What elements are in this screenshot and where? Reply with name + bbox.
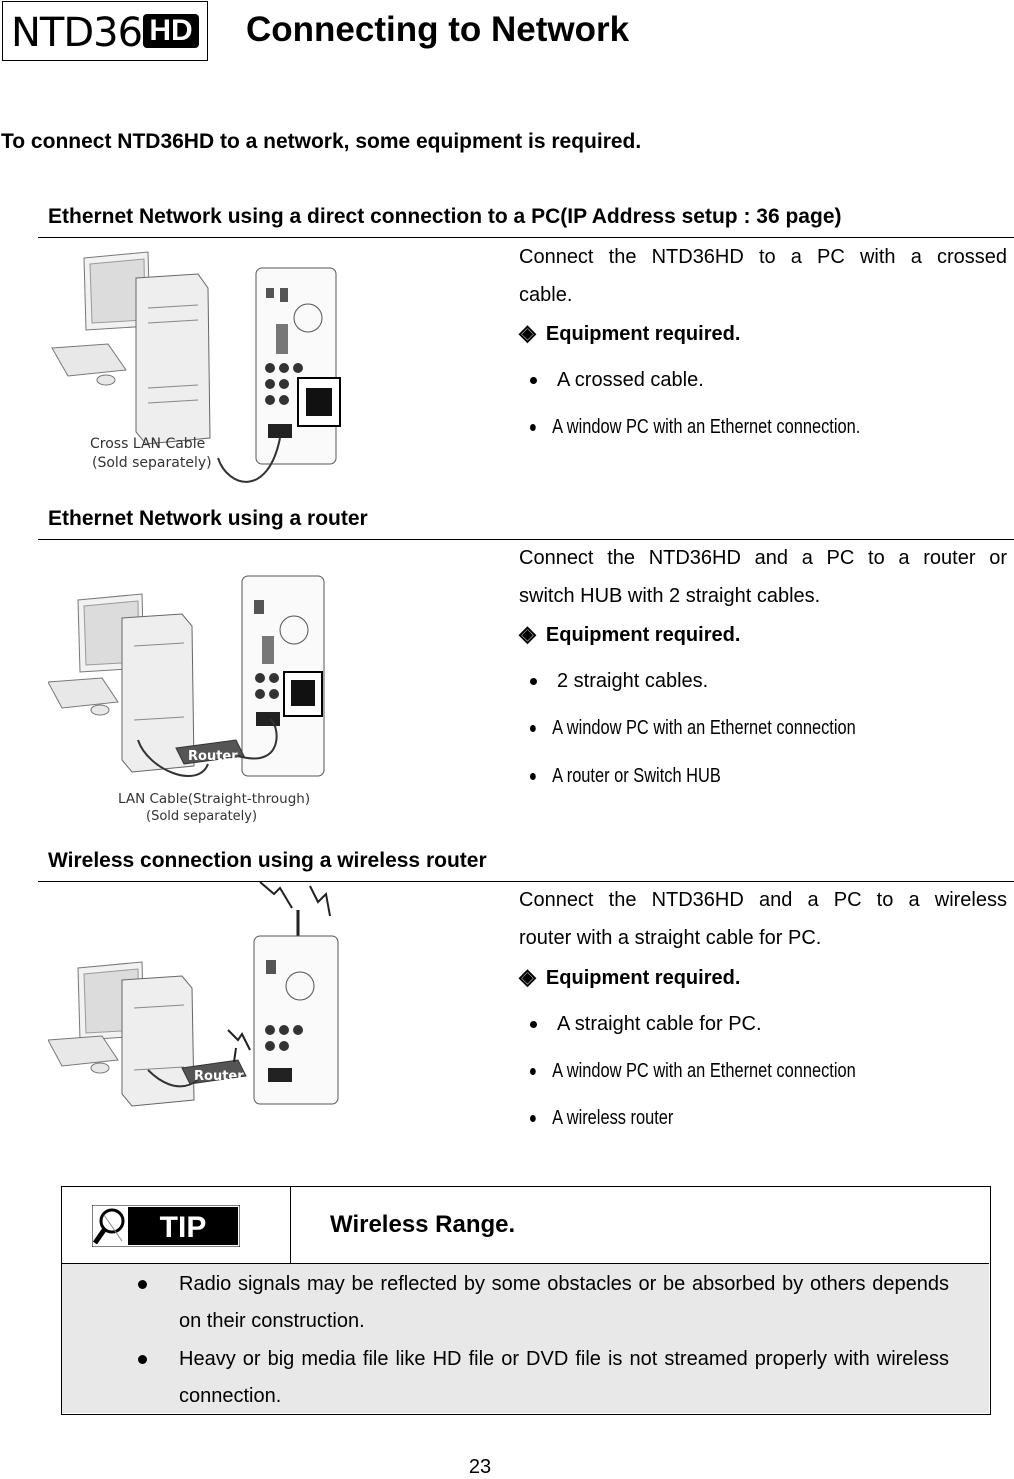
description-line: switch HUB with 2 straight cables. bbox=[519, 585, 821, 607]
bullet-icon bbox=[530, 1021, 537, 1029]
list-item-text: A window PC with an Ethernet connection. bbox=[552, 416, 861, 438]
tip-body: Radio signals may be reflected by some o… bbox=[62, 1264, 989, 1413]
section-title-router: Ethernet Network using a router bbox=[48, 507, 368, 530]
equipment-label: Equipment required. bbox=[545, 967, 741, 989]
list-item: A crossed cable. bbox=[530, 369, 704, 392]
figure-caption-line-1: LAN Cable(Straight-through) bbox=[118, 791, 310, 807]
tip-badge-text: TIP bbox=[160, 1211, 207, 1244]
tip-header: TIP Wireless Range. bbox=[62, 1187, 989, 1264]
bullet-icon bbox=[530, 1115, 536, 1123]
description-line: Connect the NTD36HD and a PC to a wirele… bbox=[519, 889, 1007, 911]
router-label: Router bbox=[188, 749, 238, 764]
list-item: A window PC with an Ethernet connection bbox=[530, 717, 856, 740]
router-label: Router bbox=[194, 1069, 244, 1084]
diamond-icon: ◈ bbox=[519, 320, 536, 345]
bullet-icon bbox=[530, 424, 536, 432]
list-item: A wireless router bbox=[530, 1107, 673, 1130]
description-line: cable. bbox=[519, 284, 573, 306]
list-item-text: A wireless router bbox=[552, 1107, 674, 1129]
bullet-icon bbox=[138, 1280, 147, 1289]
list-item-text: A crossed cable. bbox=[557, 369, 704, 391]
figure-caption-line-2: (Sold separately) bbox=[146, 809, 257, 824]
list-item-text: A window PC with an Ethernet connection bbox=[552, 1060, 856, 1082]
section-divider bbox=[38, 881, 1014, 882]
equipment-heading: ◈ Equipment required. bbox=[519, 964, 740, 990]
list-item-text: A router or Switch HUB bbox=[552, 765, 721, 787]
wireless-connection-illustration: Router bbox=[48, 881, 339, 1107]
tip-header-divider bbox=[290, 1187, 291, 1263]
tip-item-text: Heavy or big media file like HD file or … bbox=[179, 1348, 949, 1407]
diamond-icon: ◈ bbox=[519, 964, 536, 989]
section-title-wireless: Wireless connection using a wireless rou… bbox=[48, 849, 487, 872]
tip-title: Wireless Range. bbox=[330, 1211, 516, 1238]
section-divider bbox=[38, 237, 1014, 238]
equipment-label: Equipment required. bbox=[545, 624, 741, 646]
section-divider bbox=[38, 539, 1014, 540]
bullet-icon bbox=[530, 678, 537, 686]
tip-magnifier-icon: TIP bbox=[92, 1205, 240, 1247]
logo-hd-badge: HD bbox=[143, 14, 199, 48]
description-line: Connect the NTD36HD to a PC with a cross… bbox=[519, 246, 1007, 268]
list-item: A straight cable for PC. bbox=[530, 1013, 762, 1036]
list-item: A window PC with an Ethernet connection bbox=[530, 1060, 856, 1083]
list-item: A router or Switch HUB bbox=[530, 765, 721, 788]
tip-box: TIP Wireless Range. Radio signals may be… bbox=[61, 1186, 991, 1415]
intro-text: To connect NTD36HD to a network, some eq… bbox=[1, 130, 642, 153]
direct-connection-illustration: Cross LAN Cable (Sold separately) bbox=[51, 251, 341, 483]
router-connection-illustration: Router LAN Cable(Straight-through) (Sold… bbox=[48, 575, 325, 824]
logo-model-text: NTD36 bbox=[11, 10, 143, 56]
tip-item-text: Radio signals may be reflected by some o… bbox=[179, 1273, 949, 1332]
equipment-heading: ◈ Equipment required. bbox=[519, 621, 740, 647]
equipment-heading: ◈ Equipment required. bbox=[519, 320, 740, 346]
bullet-icon bbox=[138, 1355, 147, 1364]
description-line: router with a straight cable for PC. bbox=[519, 927, 822, 949]
bullet-icon bbox=[530, 725, 536, 733]
page-number: 23 bbox=[468, 1456, 492, 1478]
description-line: Connect the NTD36HD and a PC to a router… bbox=[519, 547, 1007, 569]
figure-caption-line-1: Cross LAN Cable bbox=[90, 436, 205, 452]
model-logo: NTD36 HD bbox=[2, 1, 208, 61]
diamond-icon: ◈ bbox=[519, 621, 536, 646]
section-description: Connect the NTD36HD and a PC to a wirele… bbox=[519, 881, 1007, 957]
list-item-text: 2 straight cables. bbox=[557, 670, 709, 692]
bullet-icon bbox=[530, 1068, 536, 1076]
list-item-text: A straight cable for PC. bbox=[557, 1013, 762, 1035]
list-item: 2 straight cables. bbox=[530, 670, 708, 693]
list-item: A window PC with an Ethernet connection. bbox=[530, 416, 860, 439]
equipment-label: Equipment required. bbox=[545, 323, 741, 345]
list-item-text: A window PC with an Ethernet connection bbox=[552, 717, 856, 739]
section-description: Connect the NTD36HD to a PC with a cross… bbox=[519, 238, 1007, 314]
bullet-icon bbox=[530, 377, 537, 385]
bullet-icon bbox=[530, 773, 536, 781]
section-description: Connect the NTD36HD and a PC to a router… bbox=[519, 539, 1007, 615]
figure-caption-line-2: (Sold separately) bbox=[92, 455, 212, 471]
section-title-direct: Ethernet Network using a direct connecti… bbox=[48, 205, 842, 228]
page-title: Connecting to Network bbox=[246, 10, 630, 49]
